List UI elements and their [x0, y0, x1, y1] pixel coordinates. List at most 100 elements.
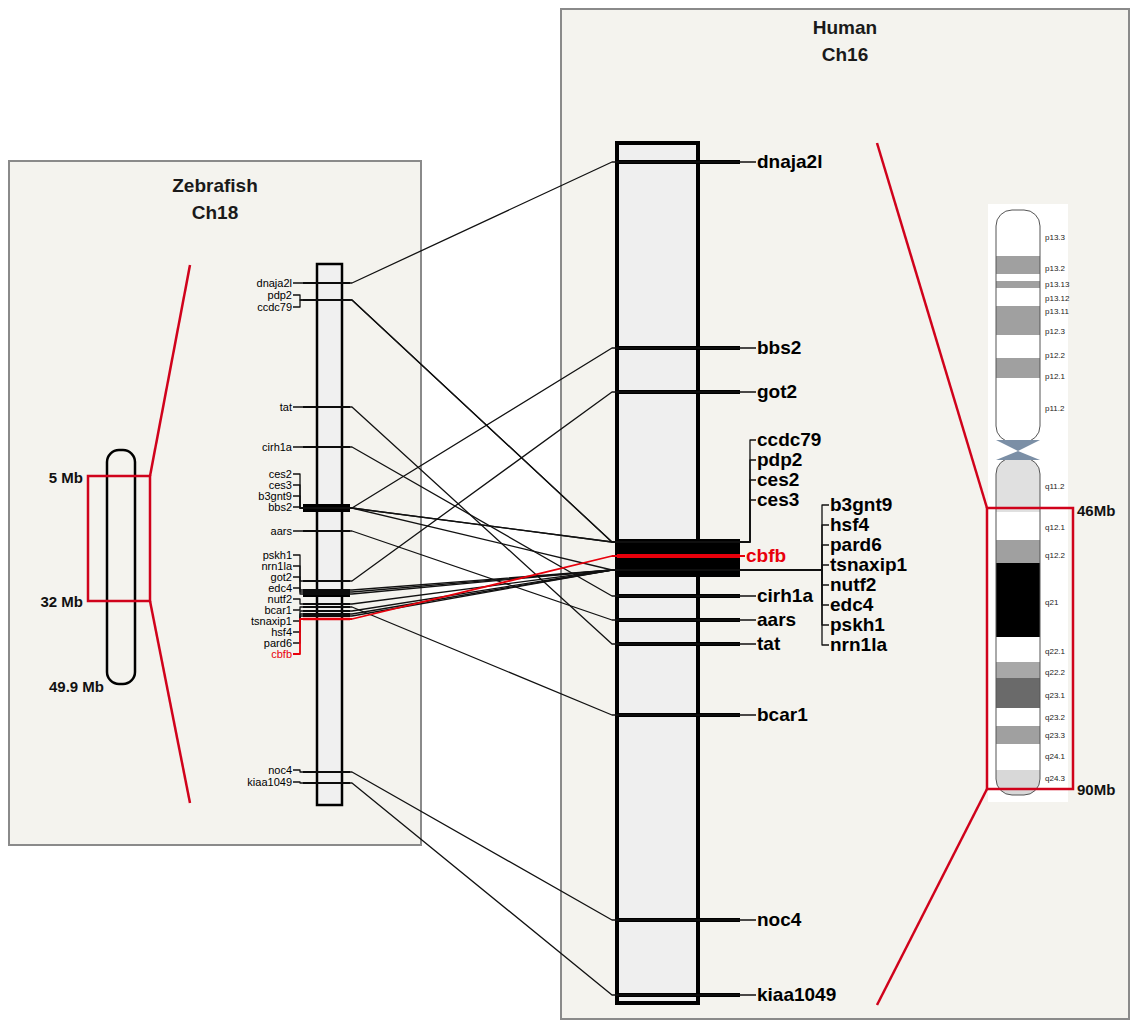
label-text: q12.2	[1045, 551, 1065, 560]
gene-label: nutf2	[268, 594, 292, 605]
label-text: p12.3	[1045, 327, 1065, 336]
band-label: p13.2	[1045, 264, 1065, 273]
homology-line	[293, 556, 745, 654]
panel-heading: Human Ch16	[795, 14, 895, 68]
ideogram-band	[996, 563, 1040, 637]
gene-name: cirh1a	[757, 586, 813, 606]
band-label: p12.2	[1045, 351, 1065, 360]
ideogram-band	[996, 770, 1040, 795]
panel-heading: Zebrafish Ch18	[165, 172, 265, 226]
position-label: 32 Mb	[40, 593, 83, 610]
label-text: q22.1	[1045, 647, 1065, 656]
homology-line	[293, 300, 756, 542]
zoom-lines	[877, 143, 987, 508]
gene-name: dnaja2l	[257, 278, 292, 289]
panel-title: Zebrafish Ch18	[165, 172, 265, 226]
ideogram-band	[996, 708, 1040, 726]
gene-name: tat	[280, 402, 292, 413]
label-text: q22.2	[1045, 668, 1065, 677]
ideogram-band	[996, 744, 1040, 770]
band-label: p13.11	[1045, 307, 1069, 316]
centromere	[996, 451, 1040, 460]
ideogram-band	[996, 637, 1040, 662]
gene-label: nrn1la	[261, 561, 292, 572]
gene-label: pdp2	[757, 450, 802, 470]
gene-label: bcar1	[757, 705, 808, 725]
band-label: q22.2	[1045, 668, 1065, 677]
label-text: q21	[1045, 598, 1058, 607]
ideogram-band	[996, 458, 1040, 512]
ideogram-band	[996, 678, 1040, 708]
ideogram-band	[996, 335, 1040, 358]
gene-name: hsf4	[271, 627, 292, 638]
zoom-box	[150, 265, 190, 476]
gene-label: bbs2	[268, 502, 292, 513]
label-text: 46Mb	[1077, 502, 1115, 519]
zebrafish-gene-block	[303, 504, 350, 597]
gene-name: edc4	[830, 595, 873, 615]
gene-label: tsnaxip1	[251, 616, 292, 627]
gene-name: nutf2	[830, 575, 876, 595]
gene-label: ccdc79	[757, 430, 821, 450]
gene-name: pskh1	[830, 615, 885, 635]
gene-name: got2	[271, 572, 292, 583]
gene-label: tat	[280, 402, 292, 413]
gene-label: ces2	[269, 469, 292, 480]
label-text: 49.9 Mb	[49, 678, 104, 695]
ideogram-band	[996, 726, 1040, 744]
band-label: p11.2	[1045, 404, 1064, 413]
human-gene-block	[617, 539, 740, 577]
band-label: p13.12	[1045, 294, 1069, 303]
gene-name: pskh1	[263, 550, 292, 561]
homology-line	[293, 607, 756, 715]
gene-label: ces3	[757, 490, 799, 510]
gene-name: kiaa1049	[757, 985, 836, 1005]
label-text: q23.3	[1045, 731, 1065, 740]
ideogram-band	[996, 512, 1040, 540]
label-text: q24.3	[1045, 774, 1065, 783]
gene-label: kiaa1049	[757, 985, 836, 1005]
gene-name: edc4	[268, 583, 292, 594]
ideogram-band	[996, 281, 1040, 288]
gene-label: bbs2	[757, 338, 801, 358]
label-text: q11.2	[1045, 482, 1064, 491]
gene-name: aars	[757, 610, 796, 630]
gene-name: tat	[757, 634, 780, 654]
gene-label: got2	[757, 382, 797, 402]
position-label: 5 Mb	[49, 469, 83, 486]
gene-label: b3gnt9	[258, 491, 292, 502]
homology-line	[293, 407, 756, 644]
gene-name: aars	[271, 526, 292, 537]
label-text: p13.3	[1045, 233, 1065, 242]
position-label: 49.9 Mb	[49, 678, 104, 695]
label-text: 5 Mb	[49, 469, 83, 486]
gene-name: nrn1la	[261, 561, 292, 572]
ideogram-band	[996, 306, 1040, 335]
panel-title: Human Ch16	[795, 14, 895, 68]
label-text: p13.13	[1045, 280, 1069, 289]
human-gene-block	[617, 539, 740, 577]
label-text: p11.2	[1045, 404, 1064, 413]
gene-label: aars	[271, 526, 292, 537]
gene-label: dnaja2l	[257, 278, 292, 289]
gene-label: ces3	[269, 480, 292, 491]
gene-name: bcar1	[757, 705, 808, 725]
human-gene-tick	[617, 162, 740, 995]
gene-label: edc4	[268, 583, 292, 594]
homology-line	[293, 570, 829, 604]
homology-line	[293, 570, 829, 605]
gene-label: dnaja2l	[757, 152, 822, 172]
gene-name: tsnaxip1	[251, 616, 292, 627]
label-text: q23.1	[1045, 691, 1065, 700]
gene-name: ces3	[269, 480, 292, 491]
gene-label: nutf2	[830, 575, 876, 595]
band-label: q22.1	[1045, 647, 1065, 656]
gene-label: hsf4	[830, 515, 869, 535]
gene-name: kiaa1049	[247, 777, 292, 788]
overview-chromosome	[107, 450, 135, 684]
gene-label: ccdc79	[257, 302, 292, 313]
homology-line	[293, 474, 756, 542]
overview-chromosome	[107, 450, 135, 684]
